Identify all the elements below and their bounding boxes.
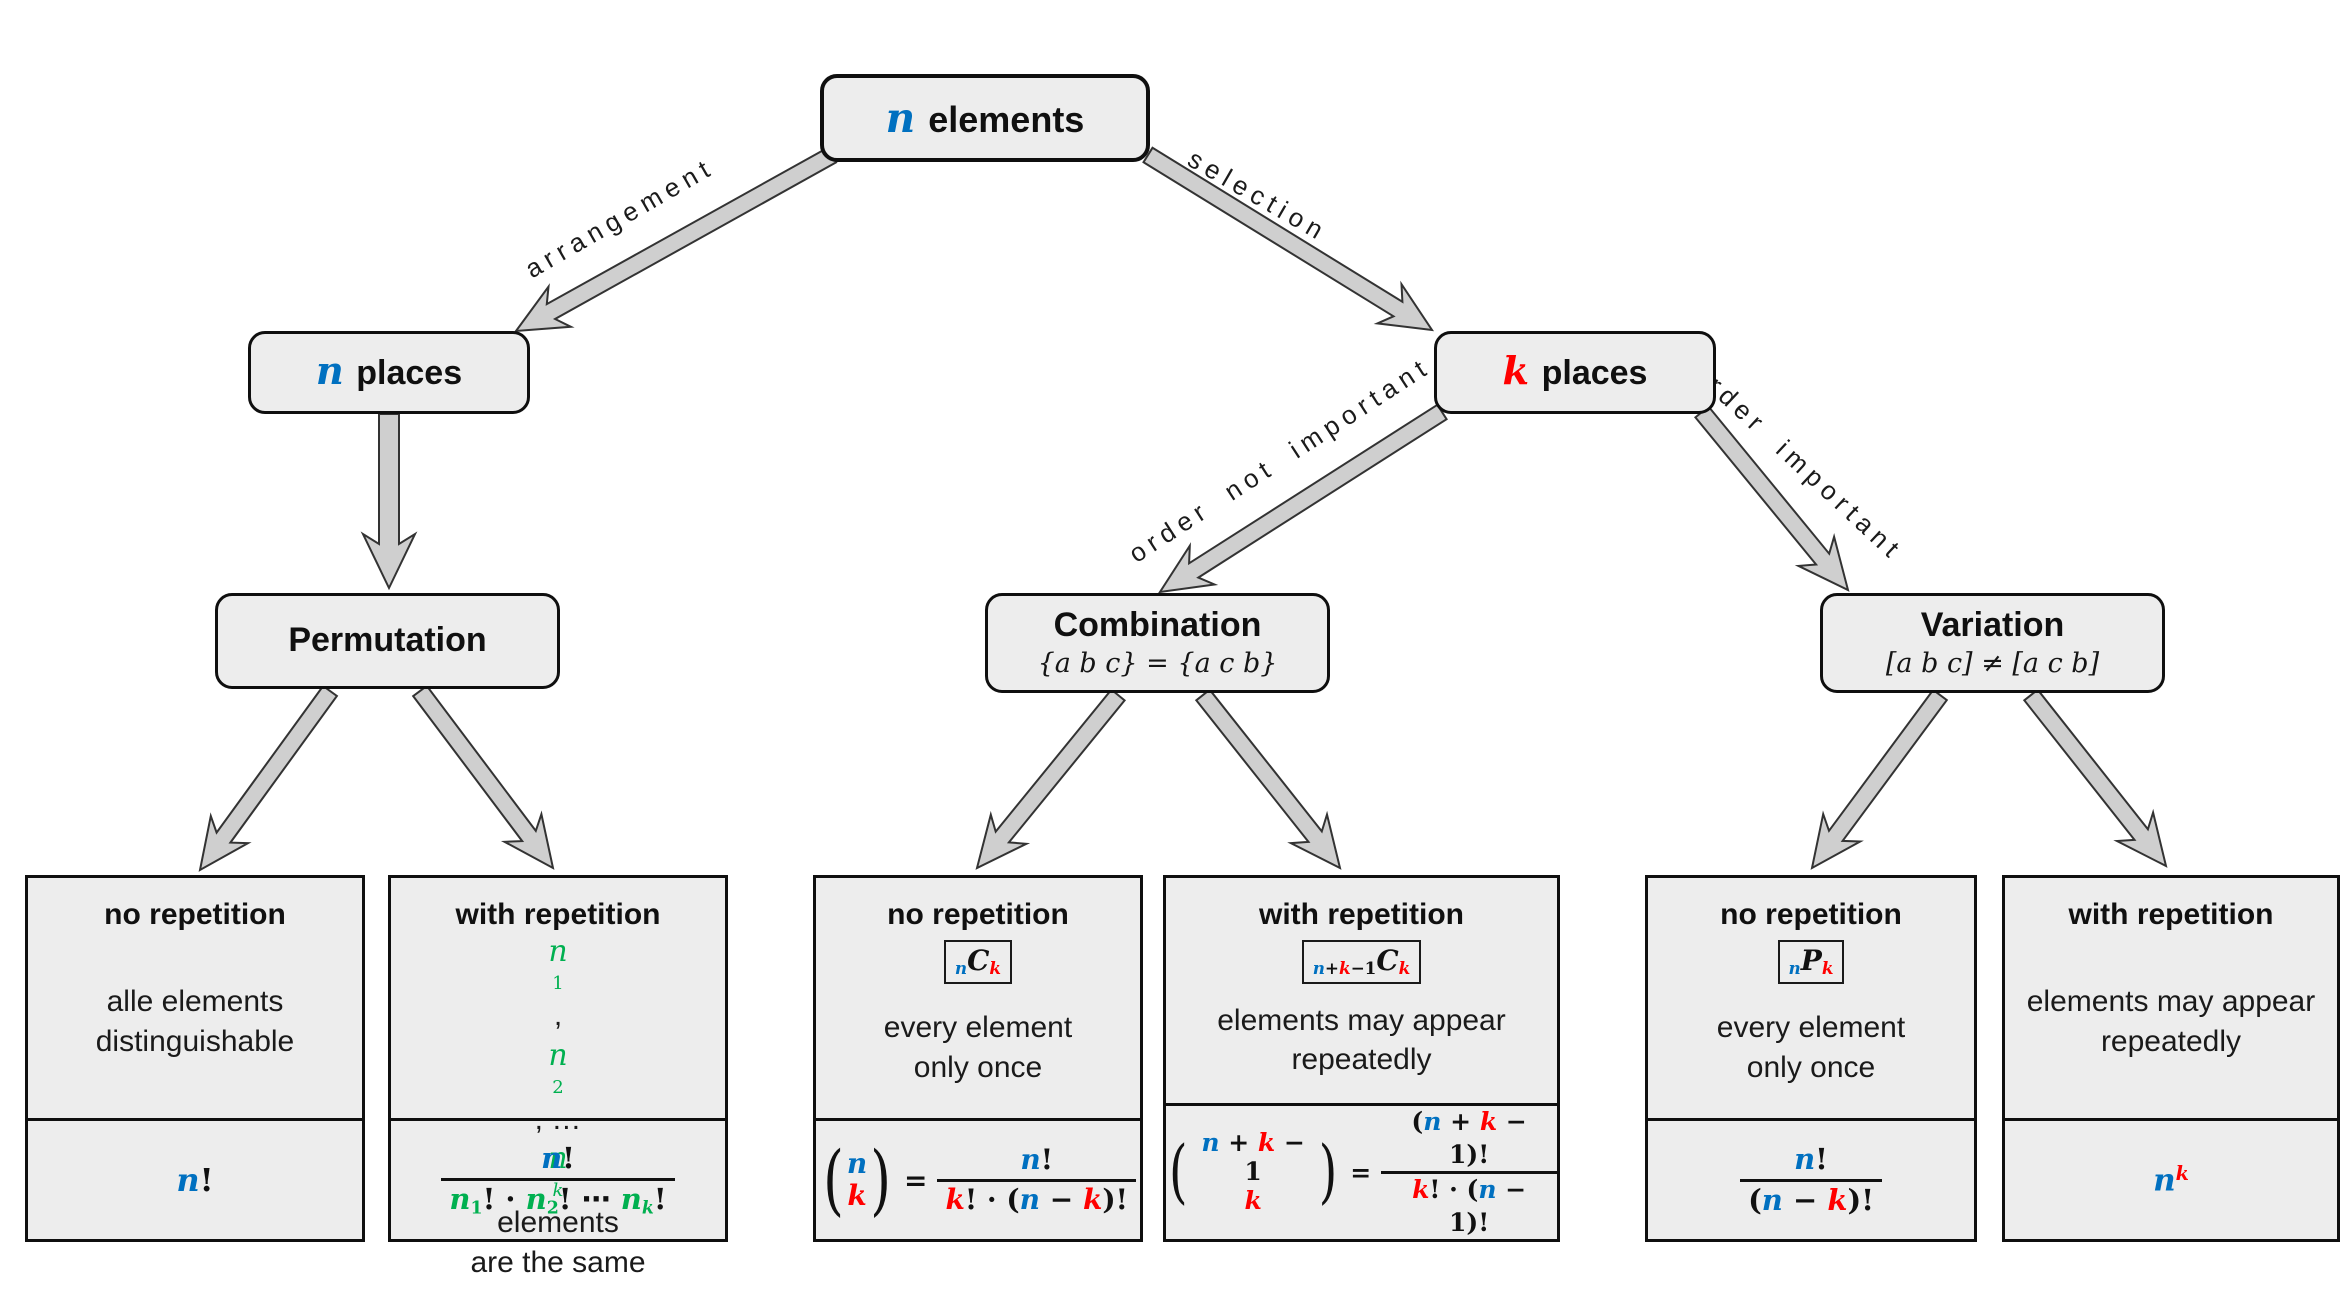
node-k-places: k places [1434, 331, 1716, 414]
case-badge: nPk [1777, 940, 1845, 984]
case-title: with repetition [2068, 898, 2274, 931]
arrow [411, 684, 555, 870]
case-title: no repetition [1720, 898, 1902, 931]
case-badge: nCk [943, 940, 1013, 984]
node-variation: Variation [a b c] ≠ [a c b] [1820, 593, 2165, 693]
case-description: elements may appear repeatedly [1217, 1003, 1506, 1077]
arrow [1693, 405, 1850, 592]
arrow [360, 413, 418, 591]
node-k-places-label: k places [1502, 349, 1648, 395]
case-description: every element only once [883, 1011, 1073, 1084]
case-description: alle elements distinguishable [95, 985, 295, 1058]
case-formula: ( n k ) = n! k! · (n − k)! [816, 1118, 1140, 1239]
node-variation-notation: [a b c] ≠ [a c b] [1885, 647, 2100, 679]
node-combination-notation: {a b c} = {a c b} [1037, 647, 1278, 679]
case-variation-with-repetition: with repetition elements may appear repe… [2002, 875, 2340, 1242]
node-n-elements: n elements [820, 74, 1150, 162]
node-n-places: n places [248, 331, 530, 414]
case-title: no repetition [887, 898, 1069, 931]
arrow [1810, 688, 1949, 870]
case-formula: nk [2005, 1118, 2337, 1239]
case-title: no repetition [104, 898, 286, 931]
node-n-elements-label: n elements [885, 93, 1085, 142]
case-permutation-no-repetition: no repetition alle elements distinguisha… [25, 875, 365, 1242]
case-formula: ( n + k − 1 k ) = (n + k − 1)! k! · (n −… [1166, 1103, 1557, 1239]
case-variation-no-repetition: no repetition nPk every element only onc… [1645, 875, 1977, 1242]
case-combination-with-repetition: with repetition n+k−1Ck elements may app… [1163, 875, 1560, 1242]
case-combination-no-repetition: no repetition nCk every element only onc… [813, 875, 1143, 1242]
case-formula: n! [28, 1118, 362, 1239]
arrow [2022, 688, 2168, 868]
arrow [1194, 688, 1342, 870]
case-description: elements may appear repeatedly [2026, 985, 2316, 1058]
case-formula: n! (n − k)! [1648, 1118, 1974, 1239]
arrow [1142, 146, 1435, 332]
node-variation-label: Variation [1920, 606, 2065, 645]
arrow [975, 688, 1127, 870]
case-formula: n! n1! · n2! ⋯ nk! [391, 1118, 725, 1239]
arrow [513, 146, 838, 333]
node-permutation-label: Permutation [288, 621, 487, 660]
node-combination: Combination {a b c} = {a c b} [985, 593, 1330, 693]
case-title: with repetition [1259, 898, 1464, 931]
arrow [1157, 403, 1448, 594]
case-title: with repetition [455, 898, 661, 931]
node-combination-label: Combination [1053, 606, 1262, 645]
case-badge: n+k−1Ck [1301, 940, 1422, 984]
node-n-places-label: n places [315, 349, 463, 395]
arrow [198, 684, 339, 872]
case-description: every element only once [1716, 1011, 1906, 1084]
node-permutation: Permutation [215, 593, 560, 689]
